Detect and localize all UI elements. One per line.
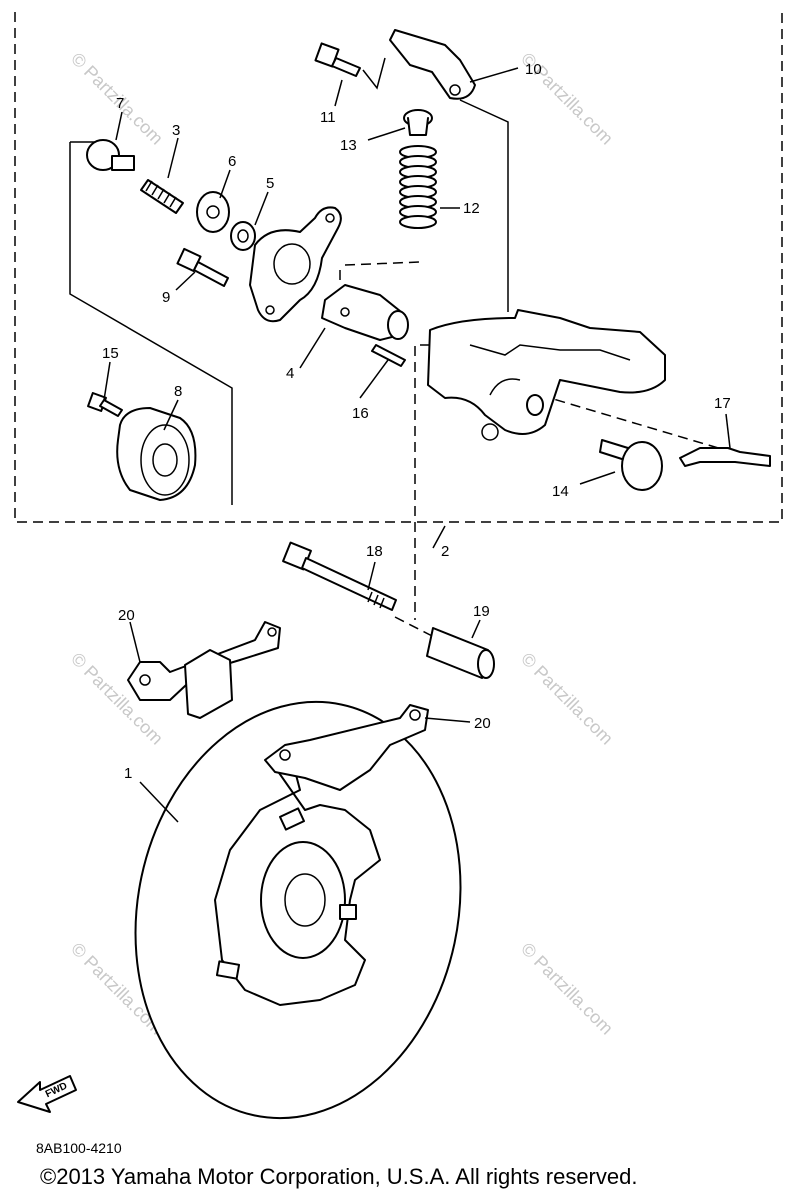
- callout-12: 12: [463, 200, 480, 217]
- callout-1: 1: [124, 765, 132, 782]
- part-9-bolt: [176, 247, 229, 287]
- part-20-pad-upper: [127, 621, 281, 719]
- part-15-bolt: [87, 392, 123, 417]
- part-10-lever: [389, 29, 476, 100]
- callout-8: 8: [174, 383, 182, 400]
- callout-2: 2: [441, 543, 449, 560]
- callout-16: 16: [352, 405, 369, 422]
- leader-lines: [103, 67, 731, 823]
- callout-9: 9: [162, 289, 170, 306]
- diagram-code: 8AB100-4210: [36, 1140, 122, 1156]
- part-12-spring: [399, 145, 437, 229]
- guide-line: [344, 261, 421, 266]
- subassembly-outline: [69, 142, 233, 505]
- callout-19: 19: [473, 603, 490, 620]
- callout-6: 6: [228, 153, 236, 170]
- part-5-washer: [230, 221, 256, 251]
- callout-15: 15: [102, 345, 119, 362]
- callout-7: 7: [116, 95, 124, 112]
- callout-5: 5: [266, 175, 274, 192]
- guide-line: [362, 57, 386, 90]
- part-3-spring: [140, 179, 184, 214]
- watermark: © Partzilla.com: [517, 649, 617, 749]
- housing-bracket: [249, 206, 342, 323]
- callout-3: 3: [172, 122, 180, 139]
- callout-17: 17: [714, 395, 731, 412]
- guide-line: [539, 394, 726, 451]
- callout-4: 4: [286, 365, 294, 382]
- part-4-cam: [321, 284, 409, 341]
- part-14-piston: [526, 394, 663, 491]
- part-20-pad-lower: [264, 704, 429, 791]
- callout-20: 20: [118, 607, 135, 624]
- part-1-disc: [134, 700, 462, 1120]
- part-7-pin: [86, 139, 135, 171]
- fwd-arrow: FWD: [17, 1075, 77, 1113]
- part-16-pin: [371, 344, 406, 367]
- callout-10: 10: [525, 61, 542, 78]
- part-19-sleeve: [426, 627, 495, 679]
- part-6-plate: [196, 191, 230, 233]
- guide-line: [394, 616, 441, 641]
- guide-line: [459, 99, 509, 312]
- copyright-notice: ©2013 Yamaha Motor Corporation, U.S.A. A…: [40, 1164, 638, 1189]
- callout-14: 14: [552, 483, 569, 500]
- caliper-body: [427, 309, 666, 441]
- callout-20-lower: 20: [474, 715, 491, 732]
- callout-18: 18: [366, 543, 383, 560]
- callout-labels: 1 2 3 4 5 6 7 8 9 10 11 12 13 14 15 16 1…: [102, 61, 731, 782]
- part-13-plug: [403, 109, 433, 136]
- part-17-clip: [679, 447, 771, 467]
- part-8-housing: [116, 407, 197, 501]
- callout-13: 13: [340, 137, 357, 154]
- part-11-bolt: [314, 42, 361, 77]
- callout-11: 11: [320, 109, 336, 126]
- watermark: © Partzilla.com: [517, 939, 617, 1039]
- part-18-bolt: [282, 541, 397, 611]
- guide-line: [414, 344, 430, 620]
